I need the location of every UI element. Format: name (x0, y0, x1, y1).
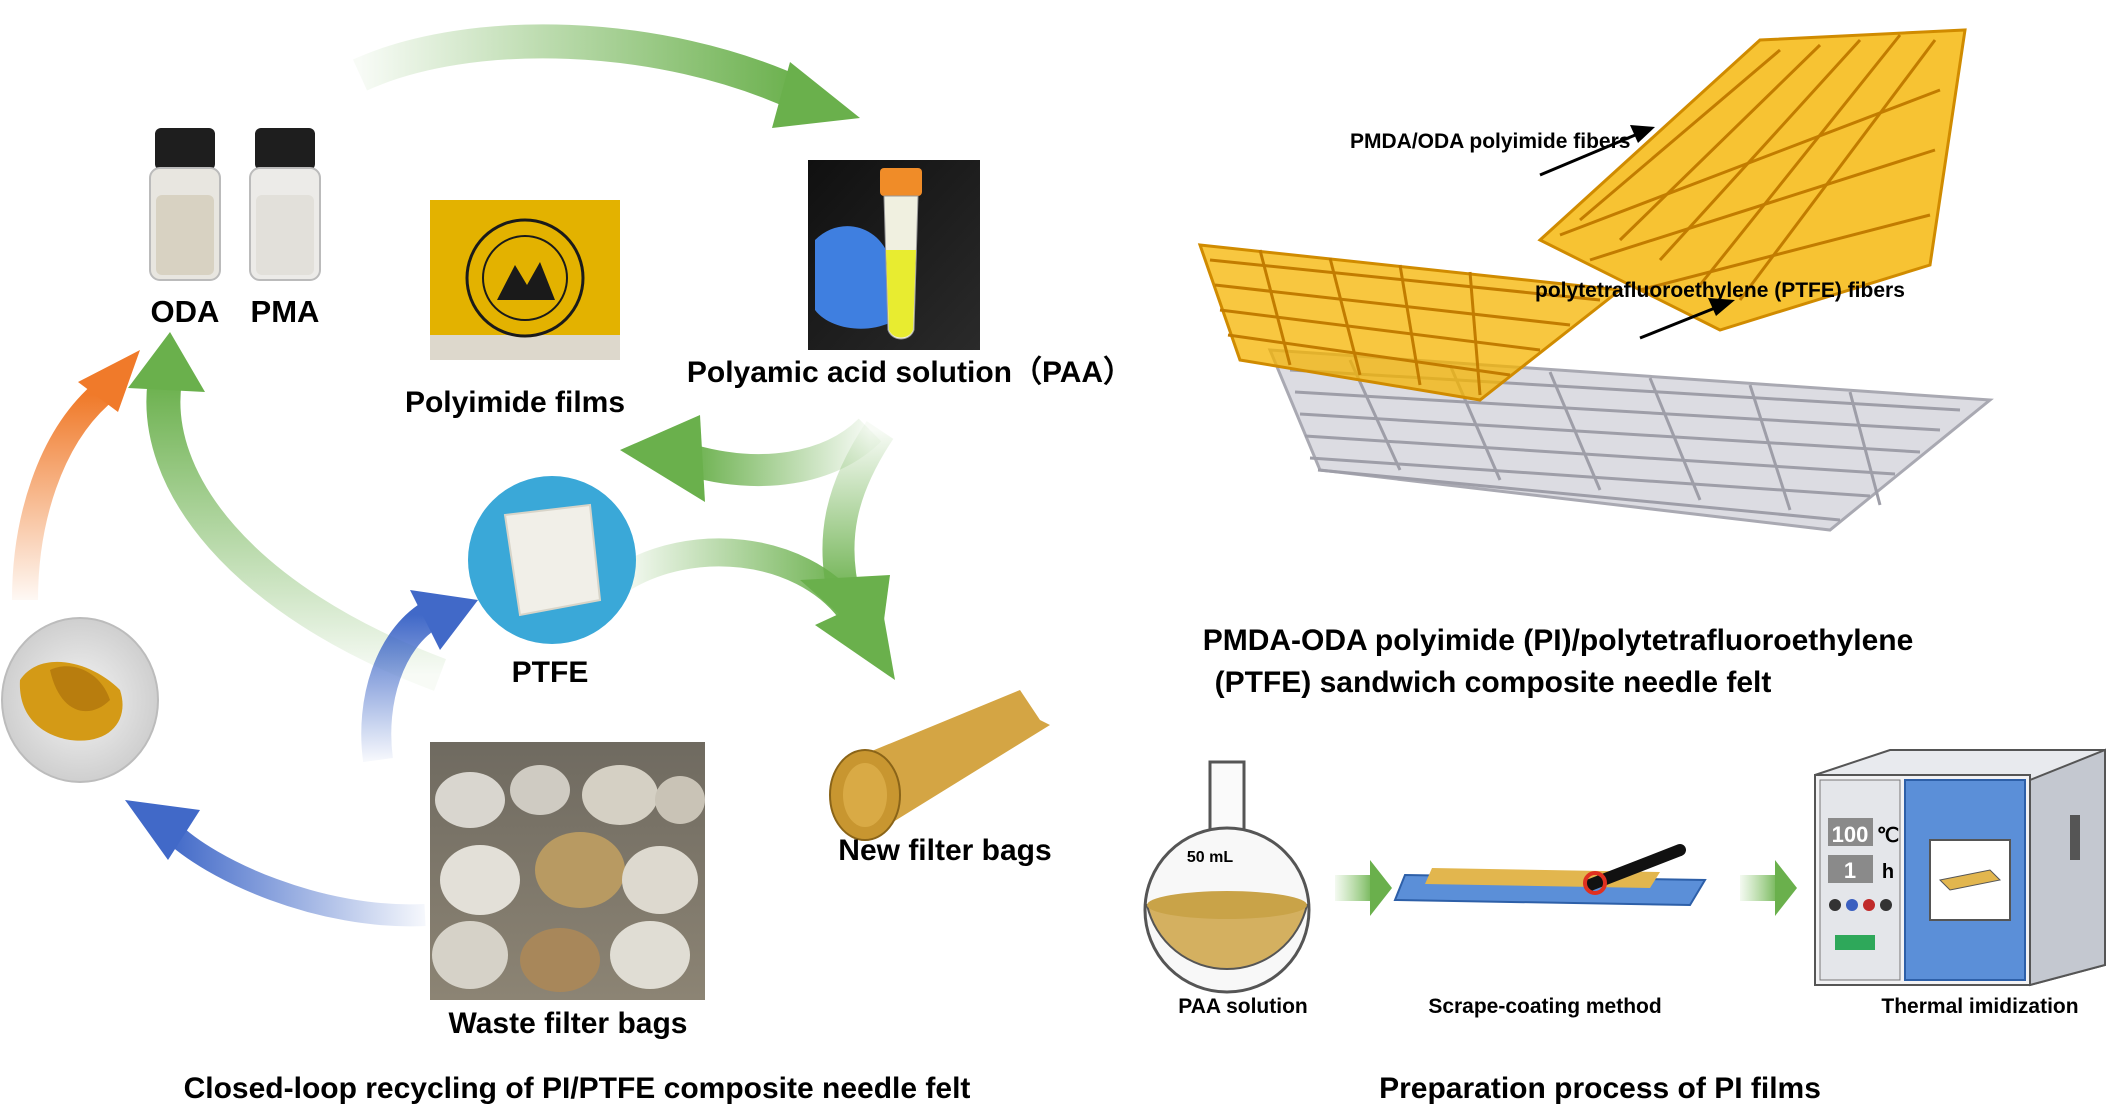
oven-time-unit: h (1882, 861, 1894, 883)
polyimide-films-label: Polyimide films (405, 386, 625, 419)
blue-up-arrow (361, 590, 478, 762)
ptfe-fiber-pointer-arrow (1639, 298, 1735, 340)
felt-title-line1: PMDA-ODA polyimide (PI)/polytetrafluoroe… (1203, 624, 1914, 657)
felt-title-line2: (PTFE) sandwich composite needle felt (1215, 666, 1772, 699)
oven-time-value: 1 (1844, 858, 1856, 883)
ptfe-dish-image (468, 476, 636, 644)
pi-fiber-layer-bottom (1197, 243, 1624, 402)
pma-vial-image (249, 128, 321, 281)
polyimide-film-image (430, 200, 620, 360)
ptfe-fiber-label: polytetrafluoroethylene (PTFE) fibers (1535, 279, 1905, 302)
new-filter-bag-image (829, 690, 1050, 841)
step3-label: Thermal imidization (1881, 995, 2078, 1018)
pi-fiber-label: PMDA/ODA polyimide fibers (1350, 130, 1630, 153)
paa-label: Polyamic acid solution（PAA） (687, 355, 1133, 389)
oda-label: ODA (151, 294, 220, 329)
waste-filter-bags-image (430, 742, 705, 1000)
blue-return-arrow (125, 800, 426, 927)
process-arrow-1 (1335, 860, 1392, 916)
scrape-coating-setup (1393, 844, 1707, 907)
orange-arrow (12, 350, 140, 601)
recycled-pi-dish-image (1, 617, 159, 783)
oda-vial-image (149, 128, 221, 281)
oven (1814, 748, 2106, 987)
left-green-arrow (128, 332, 446, 691)
pi-fiber-layer-top (1537, 28, 1967, 332)
oven-temp-unit: ℃ (1877, 825, 1899, 847)
ptfe-label: PTFE (512, 656, 589, 689)
step2-label: Scrape-coating method (1428, 995, 1661, 1018)
green-ptfe-arrow (612, 538, 895, 680)
paa-tube-image (808, 160, 980, 350)
oven-temp-value: 100 (1832, 822, 1869, 847)
new-filter-bags-label: New filter bags (838, 834, 1051, 867)
round-bottom-flask (1143, 760, 1311, 994)
pma-label: PMA (251, 294, 320, 329)
left-caption: Closed-loop recycling of PI/PTFE composi… (184, 1072, 971, 1105)
right-caption: Preparation process of PI films (1379, 1072, 1821, 1105)
process-arrow-2 (1740, 860, 1797, 916)
waste-filter-bags-label: Waste filter bags (449, 1007, 688, 1040)
flask-volume-label: 50 mL (1187, 849, 1233, 866)
top-green-arc-arrow (352, 24, 860, 128)
step1-label: PAA solution (1178, 995, 1308, 1018)
pi-fiber-pointer-arrow (1539, 125, 1655, 177)
